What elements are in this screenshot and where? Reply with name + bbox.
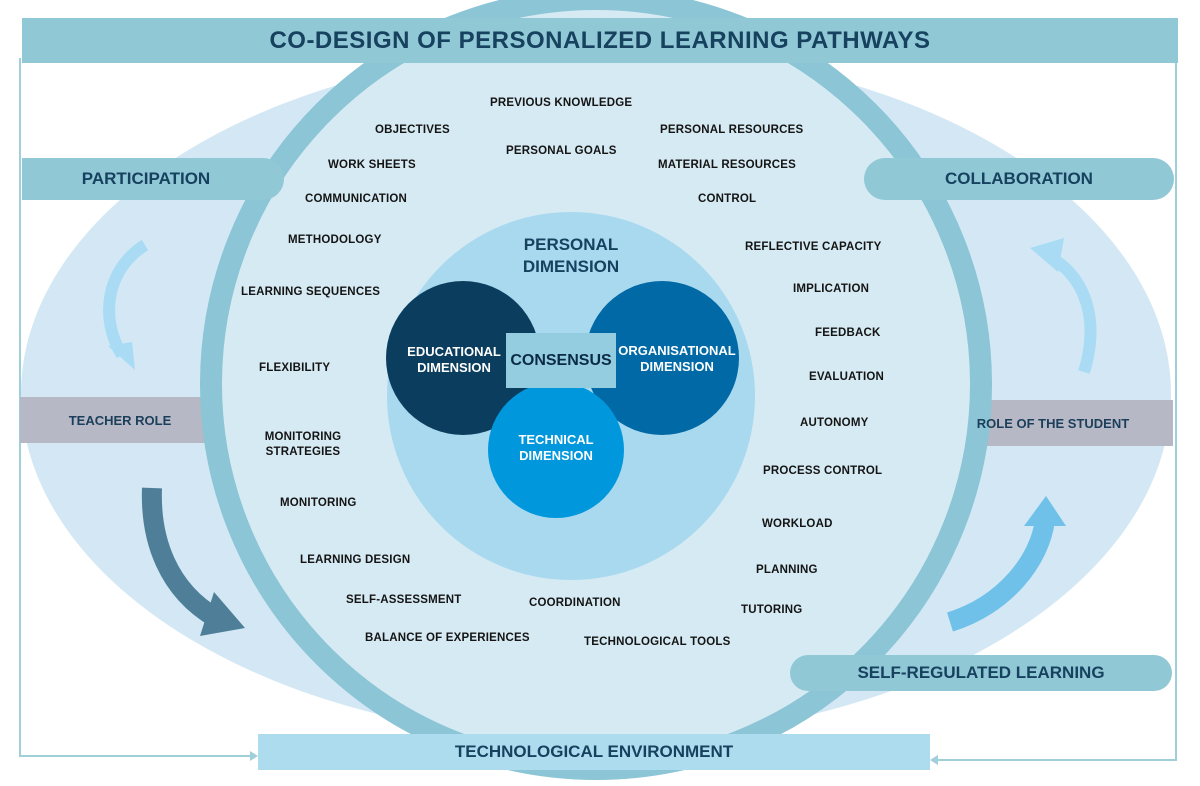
collaboration-label: COLLABORATION <box>864 158 1174 200</box>
ring-label-monitoring-line1: MONITORING <box>264 431 342 443</box>
ring-label-learning-design: LEARNING DESIGN <box>300 554 411 566</box>
personal-dimension-line2: DIMENSION <box>522 257 620 276</box>
ring-label-previous-knowledge: PREVIOUS KNOWLEDGE <box>490 97 633 109</box>
organisational-dimension-circle <box>585 281 739 435</box>
ring-label-personal-goals: PERSONAL GOALS <box>506 145 617 157</box>
ring-label-planning: PLANNING <box>756 564 818 576</box>
consensus-box <box>506 333 616 388</box>
technical-dimension-circle <box>488 382 624 518</box>
ring-label-workload: WORKLOAD <box>762 518 833 530</box>
frame-line-right <box>936 58 1177 761</box>
arrow-light-left-shaft <box>103 239 149 359</box>
personal-dimension-title: PERSONAL DIMENSION <box>496 234 646 278</box>
ring-label-technological-tools: TECHNOLOGICAL TOOLS <box>584 636 731 648</box>
ring-label-control: CONTROL <box>698 193 757 205</box>
arrow-teacher-down-shaft <box>141 487 222 627</box>
arrow-student-up-shaft <box>946 518 1055 632</box>
frame-arrowhead-left <box>250 751 258 761</box>
page-title: CO-DESIGN OF PERSONALIZED LEARNING PATHW… <box>22 18 1178 63</box>
technical-line1: TECHNICAL <box>518 432 594 447</box>
arrow-light-right-shaft <box>1051 255 1097 374</box>
self-regulated-learning-label: SELF-REGULATED LEARNING <box>790 655 1172 691</box>
ring-label-evaluation: EVALUATION <box>809 371 885 383</box>
ring-label-coordination: COORDINATION <box>529 597 621 609</box>
ring-label-material-resources: MATERIAL RESOURCES <box>658 159 796 171</box>
arrow-light-left-head <box>108 342 135 370</box>
ring-label-implication: IMPLICATION <box>793 283 870 295</box>
ring-label-methodology: METHODOLOGY <box>288 234 382 246</box>
educational-dimension-label: EDUCATIONAL DIMENSION <box>398 344 510 376</box>
ring-label-self-assessment: SELF-ASSESSMENT <box>346 594 462 606</box>
technological-environment-label: TECHNOLOGICAL ENVIRONMENT <box>258 734 930 770</box>
arrow-student-up-head <box>1024 496 1066 526</box>
ring-label-monitoring: MONITORING <box>280 497 357 509</box>
organisational-dimension-label: ORGANISATIONAL DIMENSION <box>614 343 740 375</box>
ring-label-flexibility: FLEXIBILITY <box>259 362 331 374</box>
ring-label-reflective-capacity: REFLECTIVE CAPACITY <box>745 241 882 253</box>
teacher-role-label: TEACHER ROLE <box>68 412 172 428</box>
ring-label-balance-of-experiences: BALANCE OF EXPERIENCES <box>365 632 530 644</box>
educational-line2: DIMENSION <box>417 360 491 375</box>
arrow-light-right-head <box>1030 238 1064 272</box>
participation-label: PARTICIPATION <box>22 158 284 200</box>
technical-dimension-label: TECHNICAL DIMENSION <box>500 432 612 464</box>
educational-dimension-circle <box>386 281 540 435</box>
ring-label-personal-resources: PERSONAL RESOURCES <box>660 124 804 136</box>
frame-line-left <box>19 58 250 757</box>
technical-line2: DIMENSION <box>519 448 593 463</box>
ring-label-autonomy: AUTONOMY <box>800 417 869 429</box>
ring-label-communication: COMMUNICATION <box>305 193 408 205</box>
arrow-teacher-down-head <box>200 592 245 636</box>
ring-label-tutoring: TUTORING <box>741 604 803 616</box>
educational-line1: EDUCATIONAL <box>407 344 501 359</box>
organisational-line1: ORGANISATIONAL <box>618 343 736 358</box>
student-role-label: ROLE OF THE STUDENT <box>976 415 1130 431</box>
ring-label-work-sheets: WORK SHEETS <box>328 159 416 171</box>
frame-arrowhead-right <box>930 755 938 765</box>
ring-label-process-control: PROCESS CONTROL <box>763 465 883 477</box>
personal-dimension-line1: PERSONAL <box>523 235 619 254</box>
ring-label-feedback: FEEDBACK <box>815 327 881 339</box>
consensus-label: CONSENSUS <box>510 351 612 369</box>
ring-label-monitoring-strategies: MONITORING STRATEGIES <box>262 430 344 460</box>
ring-label-strategies-line2: STRATEGIES <box>265 446 341 458</box>
ring-label-objectives: OBJECTIVES <box>375 124 450 136</box>
teacher-role-band <box>20 397 220 443</box>
ring-label-learning-sequences: LEARNING SEQUENCES <box>241 286 381 298</box>
organisational-line2: DIMENSION <box>640 359 714 374</box>
